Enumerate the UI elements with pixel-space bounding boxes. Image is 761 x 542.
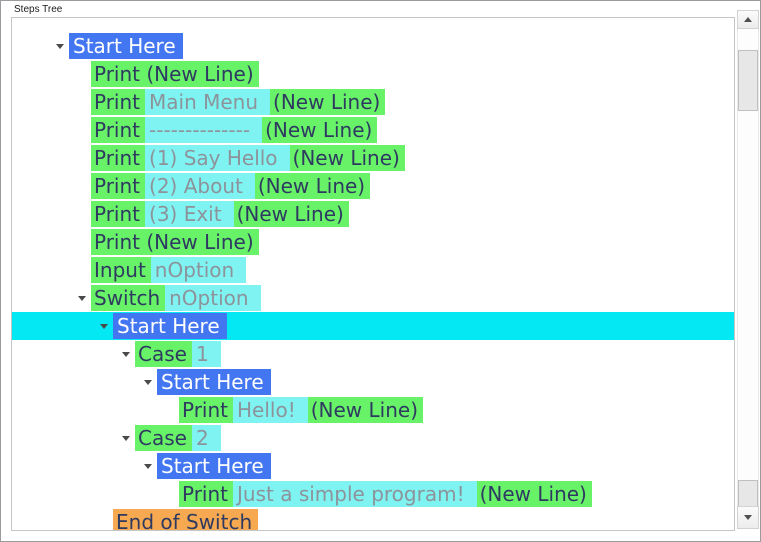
scrollbar-segment-top[interactable] — [738, 50, 758, 111]
scrollbar-track[interactable] — [737, 29, 759, 525]
step-segment-param: nOption — [150, 257, 247, 283]
expand-arrow-icon[interactable] — [56, 44, 64, 49]
step-segment-keyword: Print — [91, 117, 146, 143]
scroll-down-icon — [744, 515, 752, 520]
expand-arrow-icon[interactable] — [100, 324, 108, 329]
step-segment-keyword: (New Line) — [254, 173, 371, 199]
step-segment-keyword: (New Line) — [262, 117, 378, 143]
step-segment-keyword: Case — [135, 425, 192, 451]
step-segment-keyword: (New Line) — [270, 89, 386, 115]
expand-arrow-icon[interactable] — [144, 464, 152, 469]
step-segment-keyword: Print — [91, 201, 146, 227]
tree-row[interactable]: Print--------------(New Line) — [12, 116, 734, 144]
step-segment-param: -------------- — [145, 117, 263, 143]
step-segment-keyword: (New Line) — [233, 201, 349, 227]
tree-row[interactable]: Print(2) About(New Line) — [12, 172, 734, 200]
step-segment-start: Start Here — [69, 33, 183, 59]
step-segment-param: 2 — [191, 425, 221, 451]
expand-arrow-icon[interactable] — [144, 380, 152, 385]
tree-row[interactable]: Start Here — [12, 312, 734, 340]
scroll-down-button[interactable] — [737, 506, 759, 529]
step-segment-param: Main Menu — [145, 89, 271, 115]
tree-row[interactable]: Print (New Line) — [12, 228, 734, 256]
step-segment-param: 1 — [191, 341, 221, 367]
tree-row[interactable]: Start Here — [12, 452, 734, 480]
step-segment-keyword: (New Line) — [307, 397, 423, 423]
step-segment-param: (3) Exit — [145, 201, 234, 227]
step-segment-param: (1) Say Hello — [145, 145, 290, 171]
step-segment-keyword: Print — [91, 89, 146, 115]
step-segment-keyword: (New Line) — [289, 145, 405, 171]
step-segment-param: nOption — [165, 285, 261, 311]
step-segment-keyword: Print (New Line) — [91, 229, 259, 255]
step-segment-keyword: Input — [91, 257, 151, 283]
step-segment-keyword: Print (New Line) — [91, 61, 259, 87]
step-segment-start: Start Here — [157, 369, 271, 395]
expand-arrow-icon[interactable] — [122, 436, 130, 441]
step-segment-keyword: Print — [179, 397, 234, 423]
tree-row[interactable]: Start Here — [12, 368, 734, 396]
tree-row[interactable]: Print(1) Say Hello(New Line) — [12, 144, 734, 172]
tree-row[interactable]: End of Switch — [12, 508, 734, 530]
step-segment-start: Start Here — [157, 453, 271, 479]
step-segment-end: End of Switch — [113, 509, 259, 530]
step-segment-keyword: Print — [91, 173, 146, 199]
step-segment-keyword: (New Line) — [476, 481, 592, 507]
scroll-up-button[interactable] — [737, 10, 759, 29]
step-segment-param: (2) About — [145, 173, 255, 199]
step-segment-param: Just a simple program! — [233, 481, 477, 507]
step-segment-keyword: Case — [135, 341, 192, 367]
step-segment-param: Hello! — [233, 397, 308, 423]
vertical-scrollbar[interactable] — [737, 10, 759, 529]
tree-row[interactable]: Print(3) Exit(New Line) — [12, 200, 734, 228]
step-segment-start: Start Here — [113, 313, 227, 339]
expand-arrow-icon[interactable] — [78, 296, 86, 301]
expand-arrow-icon[interactable] — [122, 352, 130, 357]
step-segment-keyword: Print — [91, 145, 146, 171]
tree-row[interactable]: Print (New Line) — [12, 60, 734, 88]
scroll-up-icon — [744, 17, 752, 22]
panel-title: Steps Tree — [14, 4, 63, 15]
step-segment-keyword: Print — [179, 481, 234, 507]
step-segment-keyword: Switch — [91, 285, 166, 311]
tree-row[interactable]: Start Here — [12, 32, 734, 60]
